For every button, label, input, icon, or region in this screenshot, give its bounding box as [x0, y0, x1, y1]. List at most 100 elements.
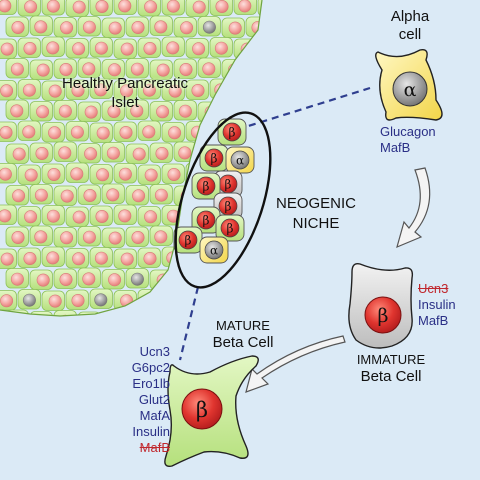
islet-cell — [233, 38, 257, 59]
islet-cell-nucleus — [82, 272, 96, 286]
niche-cell-nucleus — [230, 150, 250, 170]
islet-cell-nucleus — [82, 230, 96, 244]
islet-cell — [149, 269, 173, 290]
alpha-marker-list: Glucagon MafB — [380, 124, 450, 156]
islet-cell-nucleus — [24, 168, 38, 182]
islet-cell-nucleus — [154, 188, 168, 202]
immature-marker-1: MafB — [418, 313, 449, 328]
islet-cell-nucleus — [60, 189, 74, 203]
islet-cell-nucleus — [156, 315, 170, 316]
islet-cell-nucleus — [0, 294, 14, 308]
islet-cell-nucleus — [108, 21, 122, 35]
islet-cell-nucleus — [96, 126, 110, 140]
islet-cell-nucleus — [264, 252, 276, 264]
islet-cell-nucleus — [167, 168, 181, 182]
islet-cell-nucleus — [277, 64, 289, 76]
islet-cell-nucleus — [106, 146, 120, 160]
islet-cell — [270, 143, 293, 163]
islet-cell-nucleus — [82, 62, 96, 76]
islet-cell-nucleus — [108, 63, 122, 77]
islet-cell-nucleus — [131, 231, 145, 245]
islet-cell-nucleus — [72, 210, 86, 224]
islet-alpha-nucleus — [130, 272, 144, 286]
islet-cell-nucleus — [215, 0, 229, 13]
islet-cell-nucleus — [22, 83, 36, 97]
islet-cell — [149, 311, 173, 316]
islet-cell-nucleus — [263, 84, 275, 96]
islet-cell — [161, 290, 185, 311]
islet-cell-nucleus — [10, 314, 24, 316]
islet-cell-nucleus — [192, 0, 206, 14]
islet-cell-nucleus — [70, 167, 84, 181]
niche-cell-nucleus — [196, 210, 216, 230]
islet-alpha-nucleus — [94, 293, 108, 307]
islet-cell-nucleus — [143, 252, 157, 266]
islet-cell-nucleus — [179, 62, 193, 76]
islet-cell-nucleus — [10, 272, 24, 286]
mature-title: MATURE — [216, 318, 270, 333]
islet-cell-nucleus — [24, 210, 38, 224]
niche-beta-symbol: β — [203, 180, 210, 194]
islet-cell-nucleus — [228, 63, 242, 77]
islet-cell-nucleus — [118, 167, 132, 181]
islet-cell-nucleus — [95, 0, 109, 13]
islet-cell — [257, 289, 262, 310]
islet-cell-nucleus — [46, 41, 60, 55]
islet-cell-nucleus — [12, 189, 26, 203]
islet-cell-nucleus — [12, 147, 26, 161]
islet-cell-nucleus — [154, 230, 168, 244]
mature-marker-2: Ero1lb — [132, 376, 170, 391]
mature-subtitle: Beta Cell — [212, 334, 274, 351]
islet-cell — [233, 80, 257, 101]
niche-cell-nucleus — [220, 218, 240, 238]
islet-cell-nucleus — [178, 104, 192, 118]
mature-marker-list: Ucn3 G6pc2 Ero1lb Glut2 MafA Insulin Maf… — [114, 344, 170, 456]
islet-cell-nucleus — [58, 146, 72, 160]
immature-marker-absent: Ucn3 — [418, 281, 449, 296]
islet-cell-nucleus — [131, 20, 145, 34]
alpha-cell-nucleus — [392, 71, 428, 107]
niche-beta-symbol: β — [229, 126, 236, 140]
islet-cell-nucleus — [276, 147, 288, 159]
islet-cell-nucleus — [48, 294, 62, 308]
islet-cell — [257, 247, 262, 268]
immature-subtitle: Beta Cell — [360, 368, 422, 385]
islet-cell — [209, 288, 233, 309]
islet-cell-nucleus — [84, 315, 98, 316]
islet-cell-nucleus — [83, 189, 97, 203]
islet-cell-nucleus — [0, 252, 14, 266]
islet-cell-nucleus — [156, 105, 170, 119]
niche-beta-symbol: β — [225, 200, 232, 214]
mature-marker-0: Ucn3 — [139, 344, 170, 359]
mature-marker-4: MafA — [139, 408, 170, 423]
islet-cell-nucleus — [22, 125, 36, 139]
niche-connector-bottom — [178, 286, 200, 361]
niche-alpha-symbol: α — [236, 154, 244, 168]
niche-cell-nucleus — [196, 176, 216, 196]
immature-title: IMMATURE — [356, 352, 426, 367]
islet-cell-nucleus — [71, 84, 85, 98]
islet-cell-nucleus — [11, 231, 25, 245]
islet-cell-nucleus — [214, 293, 228, 307]
islet-cell-nucleus — [202, 62, 216, 76]
immature-marker-list: Ucn3 Insulin MafB — [418, 281, 478, 329]
islet-cell-nucleus — [168, 84, 182, 98]
islet-cell-nucleus — [0, 209, 12, 223]
niche-alpha-symbol: α — [210, 244, 218, 258]
islet-cell-nucleus — [263, 294, 275, 306]
islet-cell — [257, 37, 262, 58]
islet-cell — [245, 268, 262, 289]
islet-cell — [221, 100, 245, 121]
islet-cell-nucleus — [23, 252, 37, 266]
islet-cell-nucleus — [250, 62, 262, 76]
islet-cell-nucleus — [0, 167, 12, 181]
islet-cell-nucleus — [228, 273, 242, 287]
islet-cell-nucleus — [238, 0, 252, 13]
islet-cell-nucleus — [84, 147, 98, 161]
immature-beta-nucleus — [364, 296, 402, 334]
islet-cell-nucleus — [10, 62, 24, 76]
mature-beta-symbol: β — [196, 398, 208, 422]
islet-cell — [125, 309, 149, 316]
